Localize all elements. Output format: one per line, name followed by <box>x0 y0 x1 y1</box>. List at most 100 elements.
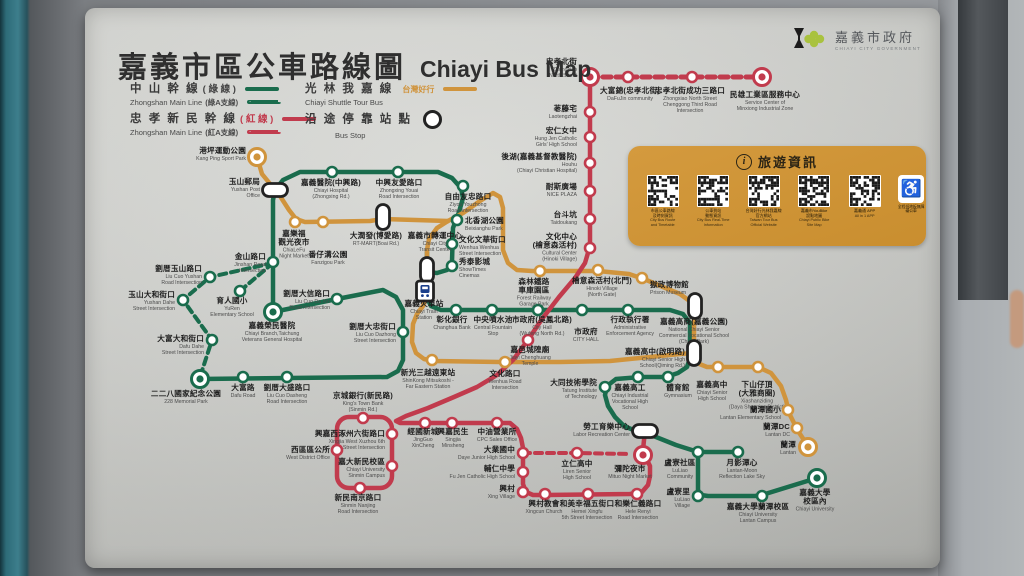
station-label-zh: 蘭潭 <box>780 439 796 449</box>
red-solid-swatch <box>282 116 317 122</box>
station-label-en: Chenggong Third Road <box>663 102 717 108</box>
station-label-en: Fanzigou Park <box>311 260 345 266</box>
station-label-en: Village <box>675 503 691 509</box>
qr-code <box>646 175 679 207</box>
station-label-en: Road Intersection <box>379 194 420 200</box>
logo-zh: 嘉義市政府 <box>835 30 916 45</box>
station-label-zh: 蘭潭DC <box>763 421 790 431</box>
station-label-en: Street Intersection <box>133 306 175 312</box>
station-label-en: Forest Railway <box>517 296 552 302</box>
station-label-en: Xingjia West Xuzhou 6th <box>329 439 386 445</box>
station-label-en: 228 Memorial Park <box>164 399 208 405</box>
station-cultural-center: 文化中心(檜意森活村)Cultural Center(Hinoki Villag… <box>533 231 597 263</box>
station-houhu: 後湖(嘉義基督教醫院)Houhu(Chiayi Christian Hospit… <box>501 151 597 174</box>
station-label-en: NICE PLAZA <box>547 192 578 198</box>
station-label-en: Lantan Elementary School <box>720 415 781 421</box>
station-label-en: JingGuo <box>413 437 432 443</box>
finger-blur <box>1010 290 1024 348</box>
station-label-en: Jinshan Road <box>234 262 266 268</box>
station-label-zh: 劉厝大忠街口 <box>349 321 396 331</box>
station-label-zh: 耐斯廣場 <box>546 181 577 191</box>
logo-mark-icon <box>794 28 825 48</box>
bus-stop-icon <box>423 110 443 129</box>
station-label-en: National Chiayi Senior <box>668 327 720 333</box>
legend-green-zh: 中 山 幹 線 <box>130 83 200 95</box>
station-label-en: Street Intersection <box>354 338 396 344</box>
station-label-zh: 嘉義高商(嘉義公園) <box>659 316 728 326</box>
red-dashed-swatch <box>247 130 282 135</box>
qr-caption: 公車到站 動態資訊 City Bus Real-Time Information <box>696 208 730 227</box>
station-label-zh: 中央噴水池 <box>474 314 513 324</box>
qr-code <box>747 175 780 207</box>
qr-caption: 嘉義市YouBike 設點地圖 Chiayi Public Bike Site … <box>798 208 830 227</box>
station-label-zh: 體育館 <box>666 382 690 392</box>
station-label-en: 5th Street Intersection <box>562 515 613 521</box>
station-label-en: Community <box>667 474 694 480</box>
station-label-en: Hinoki Village <box>586 286 617 292</box>
station-label-en: Lantan Campus <box>740 518 777 524</box>
station-city-hall: 市政府(吳鳳北路)City Hall(Wufeng North Rd.) <box>512 303 572 337</box>
accessible-caption: 全程低地板無障礙公車 <box>897 205 925 214</box>
station-label-en: Garage Park <box>519 302 549 308</box>
travel-info-title: 旅遊資訊 <box>757 155 818 170</box>
station-label-zh: 番仔溝公園 <box>308 249 348 259</box>
station-label-zh: 嘉義醫院(中興路) <box>300 177 361 187</box>
station-label-en: LuLiao <box>674 497 690 503</box>
station-label-en: ShinKong Mitsukoshi - <box>402 378 454 384</box>
station-label-en: Taidoukang <box>550 220 577 226</box>
legend-stop-en: Bus Stop <box>335 131 366 140</box>
station-label-zh: 彌陀夜市 <box>614 463 645 473</box>
station-label-en: Temple <box>522 361 539 367</box>
station-label-en: Central Fountain <box>474 325 512 331</box>
station-label-en: Hemei Xingfu <box>571 509 602 515</box>
station-label-en: Night Market <box>279 254 309 260</box>
station-label-en: Transit Center <box>419 247 452 253</box>
station-label-en: Chiayi Senior High <box>642 357 685 363</box>
station-label-en: Minxiong Industrial Zone <box>737 106 794 112</box>
qr-caption: 台灣好行光林我嘉線 官方網站 Taiwan Tour Bus Official … <box>745 208 782 227</box>
travel-info-header: i 旅遊資訊 <box>628 152 926 171</box>
route-line <box>329 169 466 276</box>
station-label-en: Zhongxing Youai <box>380 188 418 194</box>
station-label-zh: 玉山大和街口 <box>128 289 175 299</box>
station-label-en: Chiayi Senior <box>697 390 728 396</box>
station-label-en: Jiayi Chenghuang <box>509 355 551 361</box>
station-label-en: Road Intersection <box>618 515 659 521</box>
station-label-en: Chiayi University <box>739 512 778 518</box>
station-label-zh: 嘉大新民校區 <box>337 456 385 466</box>
station-label-zh: 大富錦(忠孝北街) <box>600 85 660 95</box>
legend-bus-stop: 沿 途 停 靠 站 點 Bus Stop <box>305 110 443 141</box>
station-label-zh: 二二八國家紀念公園 <box>151 388 221 398</box>
station-label-zh: 玉山郵局 <box>229 176 260 186</box>
station-hinoki-village: 檜意森活村(北門)Hinoki Village(North Gate) <box>572 263 632 298</box>
qr-caption: 市區公車路線 及時刻資訊 City Bus Route and Timetabl… <box>650 208 676 227</box>
station-label-en: CITY HALL <box>573 337 599 343</box>
station-label-zh: 嘉義高中 <box>695 379 727 389</box>
station-label-en: Lantan DC <box>765 432 790 438</box>
frame-dark-bar <box>958 0 1008 300</box>
wheelchair-icon: ♿ <box>898 175 925 203</box>
green-solid-swatch <box>244 86 279 92</box>
station-label-en: School <box>622 405 638 411</box>
station-label-zh: 勞工育樂中心 <box>583 421 630 431</box>
